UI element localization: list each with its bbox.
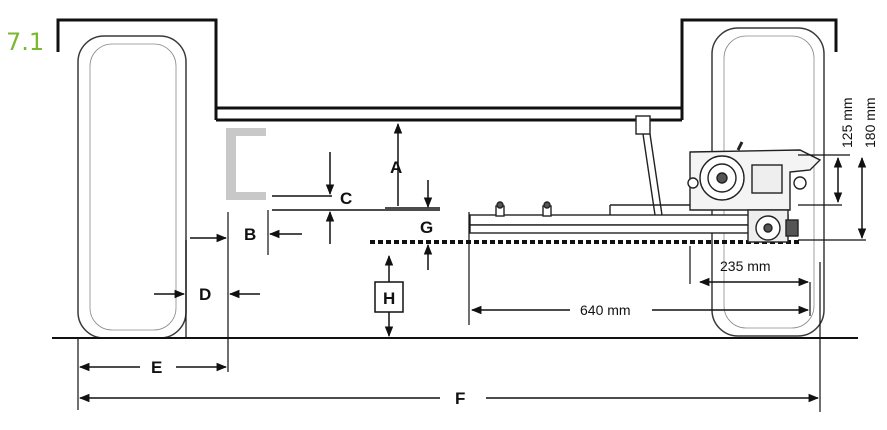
measure-180mm: 180 mm (862, 97, 878, 148)
chassis-bracket (226, 128, 266, 200)
measure-125mm: 125 mm (839, 97, 855, 148)
label-d: D (199, 285, 211, 304)
label-h: H (383, 289, 395, 308)
label-b: B (244, 225, 256, 244)
label-a: A (390, 158, 402, 177)
measure-640mm: 640 mm (580, 302, 631, 318)
section-number: 7.1 (6, 28, 44, 56)
label-f: F (455, 389, 465, 408)
vehicle-body-outline (56, 18, 838, 110)
label-g: G (420, 218, 433, 237)
measure-235mm: 235 mm (720, 258, 771, 274)
label-c: C (340, 189, 352, 208)
label-e: E (151, 358, 162, 377)
machine-assembly (469, 115, 822, 243)
left-tyre (77, 35, 187, 339)
